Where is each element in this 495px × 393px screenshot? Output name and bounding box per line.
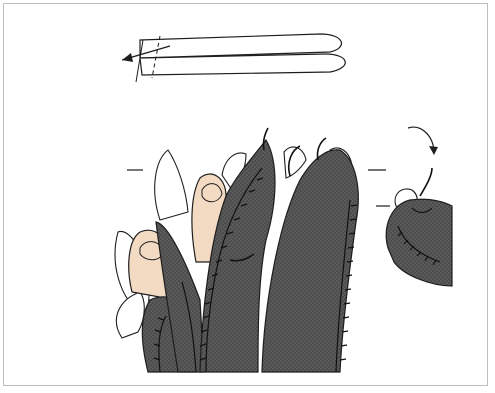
stitched-fabric-main xyxy=(115,128,358,372)
lining-flap-back xyxy=(155,150,188,220)
inset-detail xyxy=(376,127,452,286)
folded-strip-diagram xyxy=(122,34,345,82)
lining-flap-left-tip xyxy=(116,292,144,338)
inset-thread xyxy=(420,168,432,196)
rotate-arrow-icon xyxy=(408,127,438,155)
lining-flap-right xyxy=(284,147,306,178)
folded-strip-bottom-layer xyxy=(140,54,345,75)
